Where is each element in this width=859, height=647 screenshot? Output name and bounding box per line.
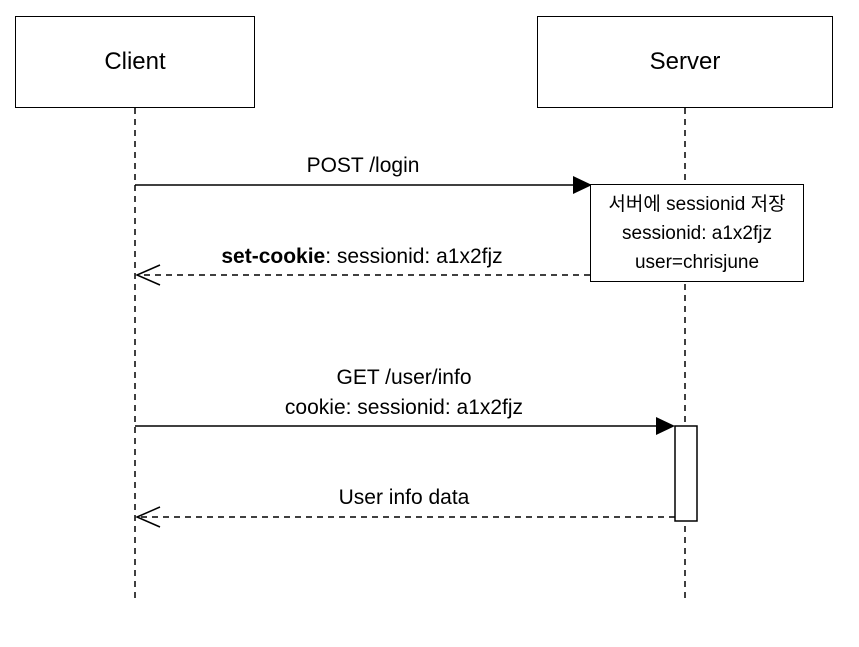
server-session-note: 서버에 sessionid 저장 sessionid: a1x2fjz user… [590,184,804,282]
set-cookie-value: : sessionid: a1x2fjz [325,245,503,268]
set-cookie-label: set-cookie: sessionid: a1x2fjz [221,245,502,269]
client-participant-box: Client [15,16,255,108]
login-request-arrowhead [573,176,592,194]
user-info-request-label-line2: cookie: sessionid: a1x2fjz [284,396,524,419]
note-line-3: user=chrisjune [634,251,760,273]
server-participant-label: Server [649,48,721,75]
login-request-label: POST /login [306,154,420,177]
note-line-2: sessionid: a1x2fjz [622,222,772,244]
server-participant-box: Server [537,16,833,108]
note-line-1: 서버에 sessionid 저장 [608,193,786,215]
user-info-request-label-line1: GET /user/info [336,366,472,389]
user-info-response-arrowhead [135,506,161,528]
client-participant-label: Client [104,48,166,75]
server-activation-bar [674,425,698,522]
set-cookie-arrowhead [135,264,161,286]
user-info-request-arrowhead [656,417,675,435]
user-info-response-label: User info data [338,486,470,509]
set-cookie-keyword: set-cookie [221,245,326,268]
